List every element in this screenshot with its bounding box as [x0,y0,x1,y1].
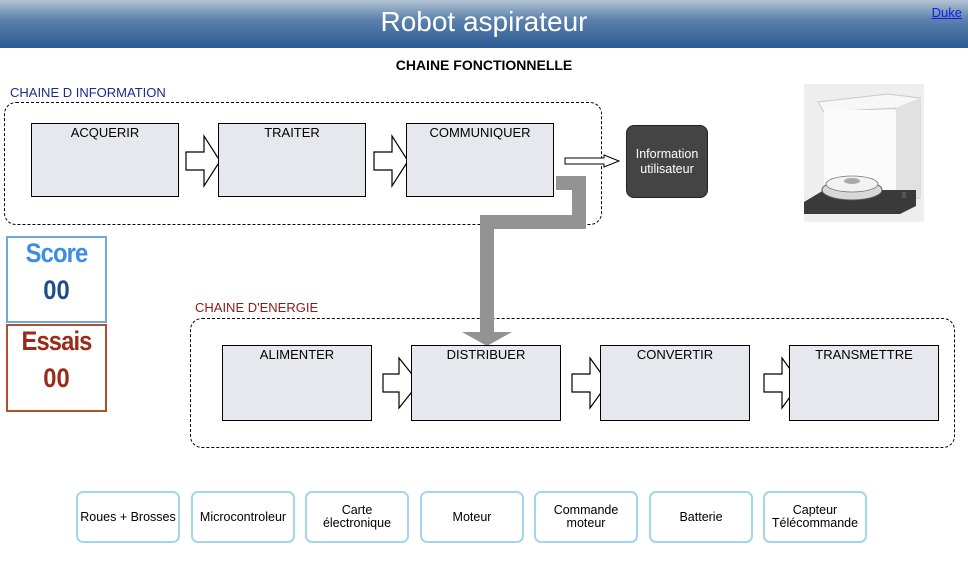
chip-batterie-label: Batterie [679,509,723,524]
block-distribuer[interactable]: DISTRIBUER [411,345,561,421]
essais-value: 00 [43,363,70,393]
arrow-distribuer-convertir [571,356,609,410]
block-communiquer[interactable]: COMMUNIQUER [406,123,554,197]
info-chain-label: CHAINE D INFORMATION [10,85,166,100]
app-title: Robot aspirateur [380,6,588,37]
info-output-line1: Information [635,146,699,161]
chip-moteur[interactable]: Moteur [420,491,524,543]
arrow-to-info-output [564,154,621,168]
block-acquerir[interactable]: ACQUERIR [31,123,179,197]
chip-roues-brosses-label: Roues + Brosses [80,509,176,524]
info-output-box: Information utilisateur [626,125,708,198]
info-output-line2: utilisateur [640,161,694,176]
block-alimenter[interactable]: ALIMENTER [222,345,372,421]
chip-commande-line1: Commande [553,503,619,517]
essais-panel: Essais 00 [6,324,107,412]
energy-chain-frame [190,318,955,448]
duke-link[interactable]: Duke [931,5,962,20]
arrow-acquerir-traiter [185,133,221,189]
block-traiter[interactable]: TRAITER [218,123,366,197]
energy-chain-label: CHAINE D'ENERGIE [195,300,319,315]
robot-vacuum-image [804,84,924,222]
info-to-energy-arrow [480,176,586,332]
chip-microcontroleur[interactable]: Microcontroleur [191,491,295,543]
chip-moteur-label: Moteur [452,509,492,524]
chip-capteur-line2: Télécommande [771,516,859,530]
chip-commande-line2: moteur [566,516,606,530]
chip-capteur-line1: Capteur [792,503,838,517]
arrow-traiter-communiquer [373,133,409,189]
essais-label: Essais [21,326,92,356]
block-transmettre[interactable]: TRANSMETTRE [789,345,939,421]
chip-microcontroleur-label: Microcontroleur [199,509,287,524]
chip-batterie[interactable]: Batterie [649,491,753,543]
chip-roues-brosses[interactable]: Roues + Brosses [76,491,180,543]
score-value: 00 [43,275,70,305]
header-bar: Robot aspirateur Duke [0,0,968,48]
chip-carte-line2: électronique [322,516,392,530]
arrow-alimenter-distribuer [382,356,420,410]
page-subtitle: CHAINE FONCTIONNELLE [395,57,573,73]
info-to-energy-arrow-head [462,332,512,346]
score-label: Score [25,238,89,268]
block-convertir[interactable]: CONVERTIR [600,345,750,421]
chip-carte-line1: Carte [341,503,373,517]
score-panel: Score 00 [6,236,107,323]
